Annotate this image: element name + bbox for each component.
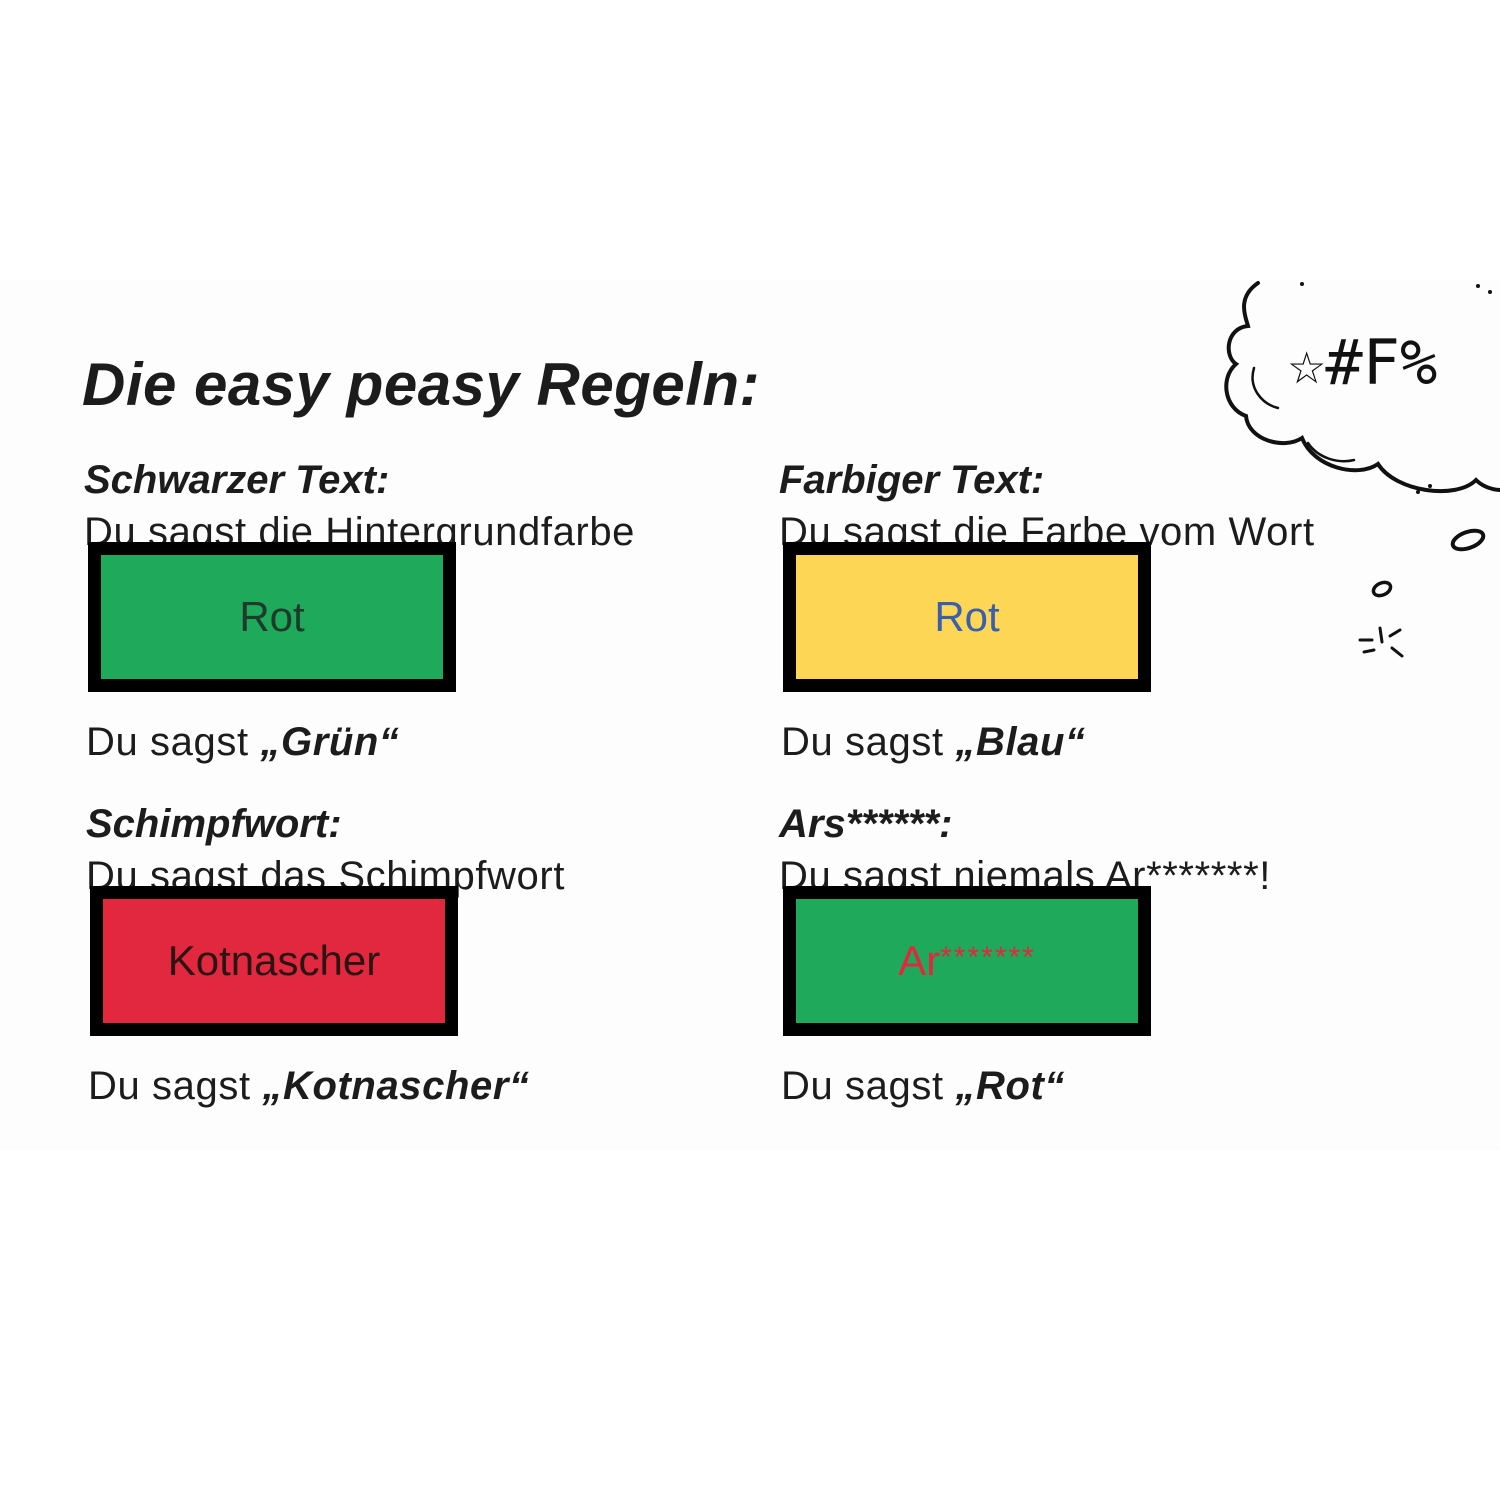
answer-value: „Kotnascher“ [262, 1064, 530, 1108]
answer-value: „Rot“ [955, 1064, 1066, 1108]
color-card: Rot [88, 542, 456, 692]
color-card: Kotnascher [90, 886, 458, 1036]
rule-heading: Farbiger Text: [779, 458, 1045, 502]
thought-bubble-icon: ☆#F% [1224, 281, 1500, 658]
doodle-text: ☆#F% [1288, 326, 1437, 399]
rule-heading: Schwarzer Text: [84, 458, 390, 502]
answer-text: Du sagst „Rot“ [781, 1064, 1065, 1109]
answer-value: „Grün“ [260, 720, 400, 764]
color-card: Rot [783, 542, 1151, 692]
answer-prefix: Du sagst [88, 1064, 263, 1108]
answer-prefix: Du sagst [86, 720, 261, 764]
answer-text: Du sagst „Grün“ [86, 720, 400, 765]
answer-prefix: Du sagst [781, 720, 956, 764]
card-word-prefix: Ar [898, 937, 941, 984]
color-card: Ar******* [783, 886, 1151, 1036]
answer-text: Du sagst „Blau“ [781, 720, 1086, 765]
page-title: Die easy peasy Regeln: [82, 351, 761, 418]
card-word: Rot [934, 593, 1000, 640]
rule-heading: Ars******: [779, 802, 953, 846]
card-word: Ar******* [898, 937, 1036, 985]
answer-prefix: Du sagst [781, 1064, 956, 1108]
card-word-stars: ******* [940, 941, 1036, 974]
card-word: Kotnascher [167, 937, 381, 984]
answer-text: Du sagst „Kotnascher“ [88, 1064, 530, 1109]
card-word: Rot [239, 593, 305, 640]
rule-heading: Schimpfwort: [86, 802, 342, 846]
answer-value: „Blau“ [955, 720, 1086, 764]
